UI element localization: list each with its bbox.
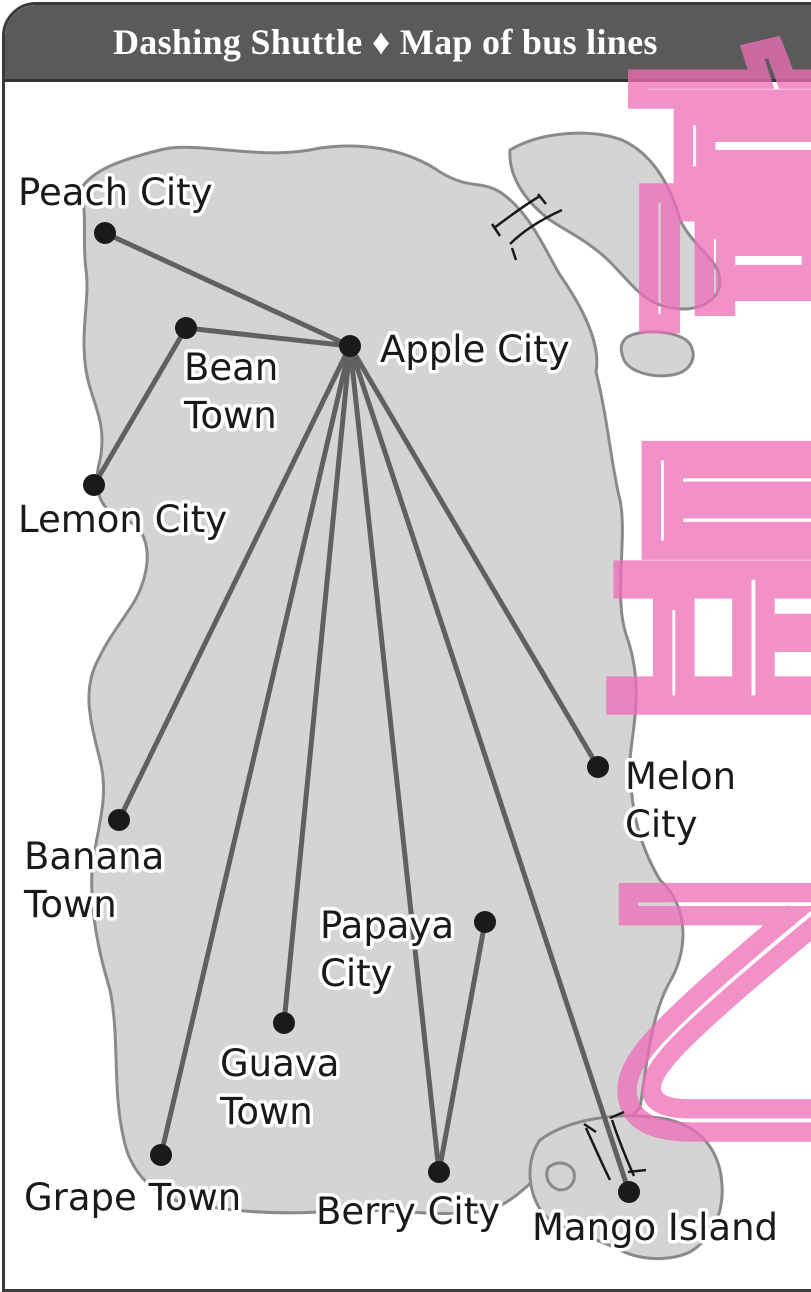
northeast-island xyxy=(508,131,722,311)
stop-label-line: Town xyxy=(23,883,117,926)
stop-melon[interactable] xyxy=(587,756,609,778)
south-islet xyxy=(545,1161,576,1192)
route-apple-melon xyxy=(347,343,601,770)
stop-label-lemon: Lemon City xyxy=(18,498,227,541)
stop-guava[interactable] xyxy=(273,1012,295,1034)
stop-berry[interactable] xyxy=(428,1161,450,1183)
stop-label-apple: Apple City xyxy=(380,328,570,371)
stop-label-line: Grape Town xyxy=(24,1176,241,1219)
stop-label-line: Melon xyxy=(625,755,736,798)
bridges xyxy=(490,193,647,1181)
north-bridge xyxy=(490,193,563,261)
route-apple-berry xyxy=(347,343,442,1175)
stop-label-line: City xyxy=(625,803,698,846)
small-islet xyxy=(619,330,695,378)
stop-label-berry: Berry City xyxy=(316,1190,500,1233)
route-apple-bean xyxy=(183,325,353,349)
stop-label-peach: Peach City xyxy=(18,171,213,214)
watermark-glyph: 高 xyxy=(620,18,811,371)
stop-banana[interactable] xyxy=(108,809,130,831)
route-apple-banana xyxy=(116,343,353,823)
stop-label-line: Berry City xyxy=(316,1190,500,1233)
stop-label-mango: Mango Island xyxy=(532,1206,778,1249)
route-apple-peach xyxy=(102,230,353,349)
bus-routes xyxy=(91,230,632,1195)
watermark-glyph: 乙 xyxy=(600,838,811,1191)
route-papaya-berry xyxy=(436,919,488,1175)
stop-label-line: Guava xyxy=(220,1042,339,1085)
stop-label-line: Town xyxy=(183,394,277,437)
watermark: 高昰乙 xyxy=(595,13,811,1196)
map-title: Dashing Shuttle ♦ Map of bus lines xyxy=(113,22,658,62)
stop-label-grape: Grape Town xyxy=(24,1176,241,1219)
route-bean-lemon xyxy=(91,325,189,488)
main-island xyxy=(78,144,685,1216)
stop-label-line: Lemon City xyxy=(18,498,227,541)
stop-label-line: City xyxy=(320,952,393,995)
stop-grape[interactable] xyxy=(150,1144,172,1166)
stop-label-line: Peach City xyxy=(18,171,213,214)
south-bridge xyxy=(583,1110,647,1181)
stop-label-line: Apple City xyxy=(380,328,570,371)
stop-label-line: Mango Island xyxy=(532,1206,778,1249)
route-apple-grape xyxy=(158,343,353,1158)
stop-lemon[interactable] xyxy=(83,474,105,496)
route-apple-guava xyxy=(281,343,353,1026)
map-header: Dashing Shuttle ♦ Map of bus lines xyxy=(5,5,811,82)
route-apple-mango xyxy=(347,343,632,1195)
stop-label-line: Bean xyxy=(184,346,278,389)
stop-apple[interactable] xyxy=(339,335,361,357)
stop-label-line: Papaya xyxy=(320,904,454,947)
stop-papaya[interactable] xyxy=(474,911,496,933)
stop-label-line: Town xyxy=(219,1090,313,1133)
landmass xyxy=(78,131,724,1261)
watermark-glyph: 昰 xyxy=(600,408,811,761)
bus-stops xyxy=(83,222,640,1203)
stop-mango[interactable] xyxy=(618,1181,640,1203)
stop-label-line: Banana xyxy=(24,835,164,878)
stop-peach[interactable] xyxy=(94,222,116,244)
stop-bean[interactable] xyxy=(175,317,197,339)
